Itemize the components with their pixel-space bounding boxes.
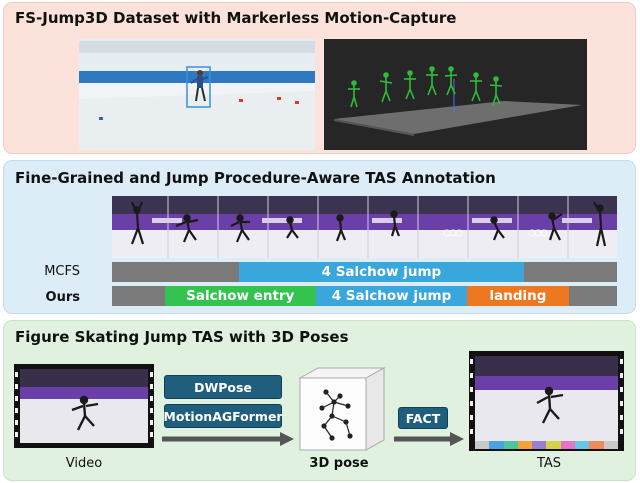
pose-arrow [162,432,294,446]
skating-frame-strip [112,196,617,258]
tas-segment [475,441,490,449]
segment-salchow-entry: Salchow entry [164,286,317,306]
segment-background [112,286,165,306]
tas-segment [546,441,561,449]
tas-segment-strip [475,441,618,449]
tas-segment [517,441,533,449]
dataset-panel: FS-Jump3D Dataset with Markerless Motion… [3,2,636,154]
tas-segment [575,441,590,449]
video-caption: Video [65,456,103,471]
row-label-ours: Ours [45,290,80,305]
dataset-panel-title: FS-Jump3D Dataset with Markerless Motion… [15,9,457,27]
segment-landing: landing [467,286,569,306]
tas-segment [503,441,518,449]
dwpose-button[interactable]: DWPose [164,375,282,399]
rink-photo [79,39,315,150]
tas-segment [532,441,547,449]
motionagformer-button[interactable]: MotionAGFormer [163,404,283,428]
segment-4-salchow-jump: 4 Salchow jump [239,262,524,282]
tas-arrow [394,432,464,446]
tas-output-thumbnail [469,351,624,451]
segment-background [112,262,240,282]
tas-caption: TAS [536,456,562,471]
pose-caption: 3D pose [309,456,369,471]
pipeline-panel: Figure Skating Jump TAS with 3D Poses Vi… [3,320,636,481]
motion-capture-render [324,39,587,150]
annotation-panel-title: Fine-Grained and Jump Procedure-Aware TA… [15,169,496,187]
tas-segment [589,441,604,449]
segment-background [523,262,617,282]
segment-background [569,286,617,306]
tas-segment [603,441,618,449]
tas-segment [560,441,576,449]
tas-segment [489,441,504,449]
row-label-mcfs: MCFS [44,264,80,279]
input-video-thumbnail [14,364,154,448]
fact-button[interactable]: FACT [398,407,448,429]
pose-3d-cube [296,366,386,456]
pipeline-panel-title: Figure Skating Jump TAS with 3D Poses [15,328,349,346]
segment-4-salchow-jump: 4 Salchow jump [316,286,467,306]
annotation-panel: Fine-Grained and Jump Procedure-Aware TA… [3,160,636,314]
